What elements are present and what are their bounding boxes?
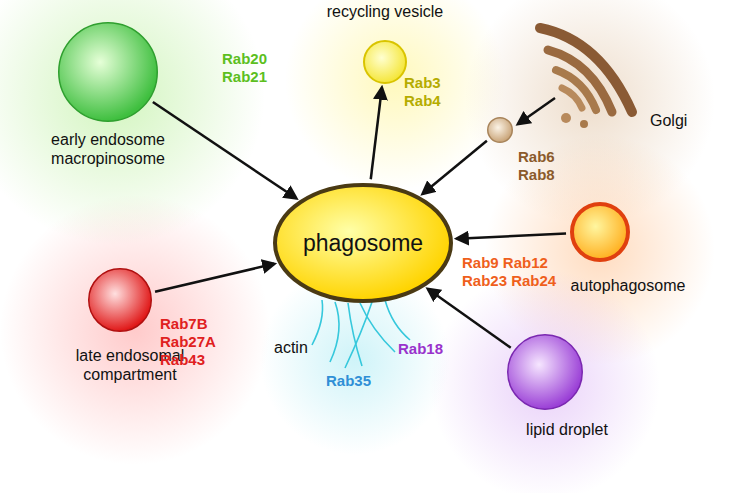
transport-arrow <box>371 88 382 179</box>
recycling-vesicle: recycling vesicle <box>363 40 407 84</box>
node-shape <box>88 268 152 332</box>
rab-label: Rab18 <box>398 340 458 358</box>
rab-label: Rab3 Rab4 <box>404 74 452 110</box>
node-label: autophagosome <box>563 276 693 295</box>
node-label: lipid droplet <box>507 420 627 439</box>
phagosome: phagosome <box>273 183 453 303</box>
golgi-vesicle <box>561 113 571 123</box>
golgi-vesicle: Golgi <box>487 117 513 143</box>
rab-label: Rab20 Rab21 <box>222 50 282 86</box>
golgi-vesicle <box>580 120 588 128</box>
node-label: recycling vesicle <box>300 2 470 21</box>
node-label: early endosome macropinosome <box>43 130 173 168</box>
lipid-droplet: lipid droplet <box>507 334 583 410</box>
budding-arrow <box>518 98 555 124</box>
transport-arrow <box>457 234 566 239</box>
rab-label: Rab35 <box>326 372 371 390</box>
node-shape <box>507 334 583 410</box>
node-shape <box>363 40 407 84</box>
transport-arrow <box>153 102 296 198</box>
rab-label: Rab7B Rab27A Rab43 <box>160 315 222 369</box>
node-shape <box>487 117 513 143</box>
late-endosome: late endosomal compartment <box>88 268 152 332</box>
node-label: phagosome <box>273 183 453 303</box>
node-shape <box>58 22 158 122</box>
node-label: Golgi <box>650 111 720 130</box>
transport-arrow <box>428 289 511 348</box>
node-shape <box>570 202 630 262</box>
autophagosome: autophagosome <box>570 202 630 262</box>
actin-label: actin <box>274 338 308 357</box>
rab-label: Rab6 Rab8 <box>518 148 568 184</box>
transport-arrow <box>423 141 487 194</box>
transport-arrow <box>155 264 274 292</box>
actin-filaments <box>312 300 410 368</box>
early-endosome: early endosome macropinosome <box>58 22 158 122</box>
rab-label: Rab9 Rab12 Rab23 Rab24 <box>462 254 557 290</box>
